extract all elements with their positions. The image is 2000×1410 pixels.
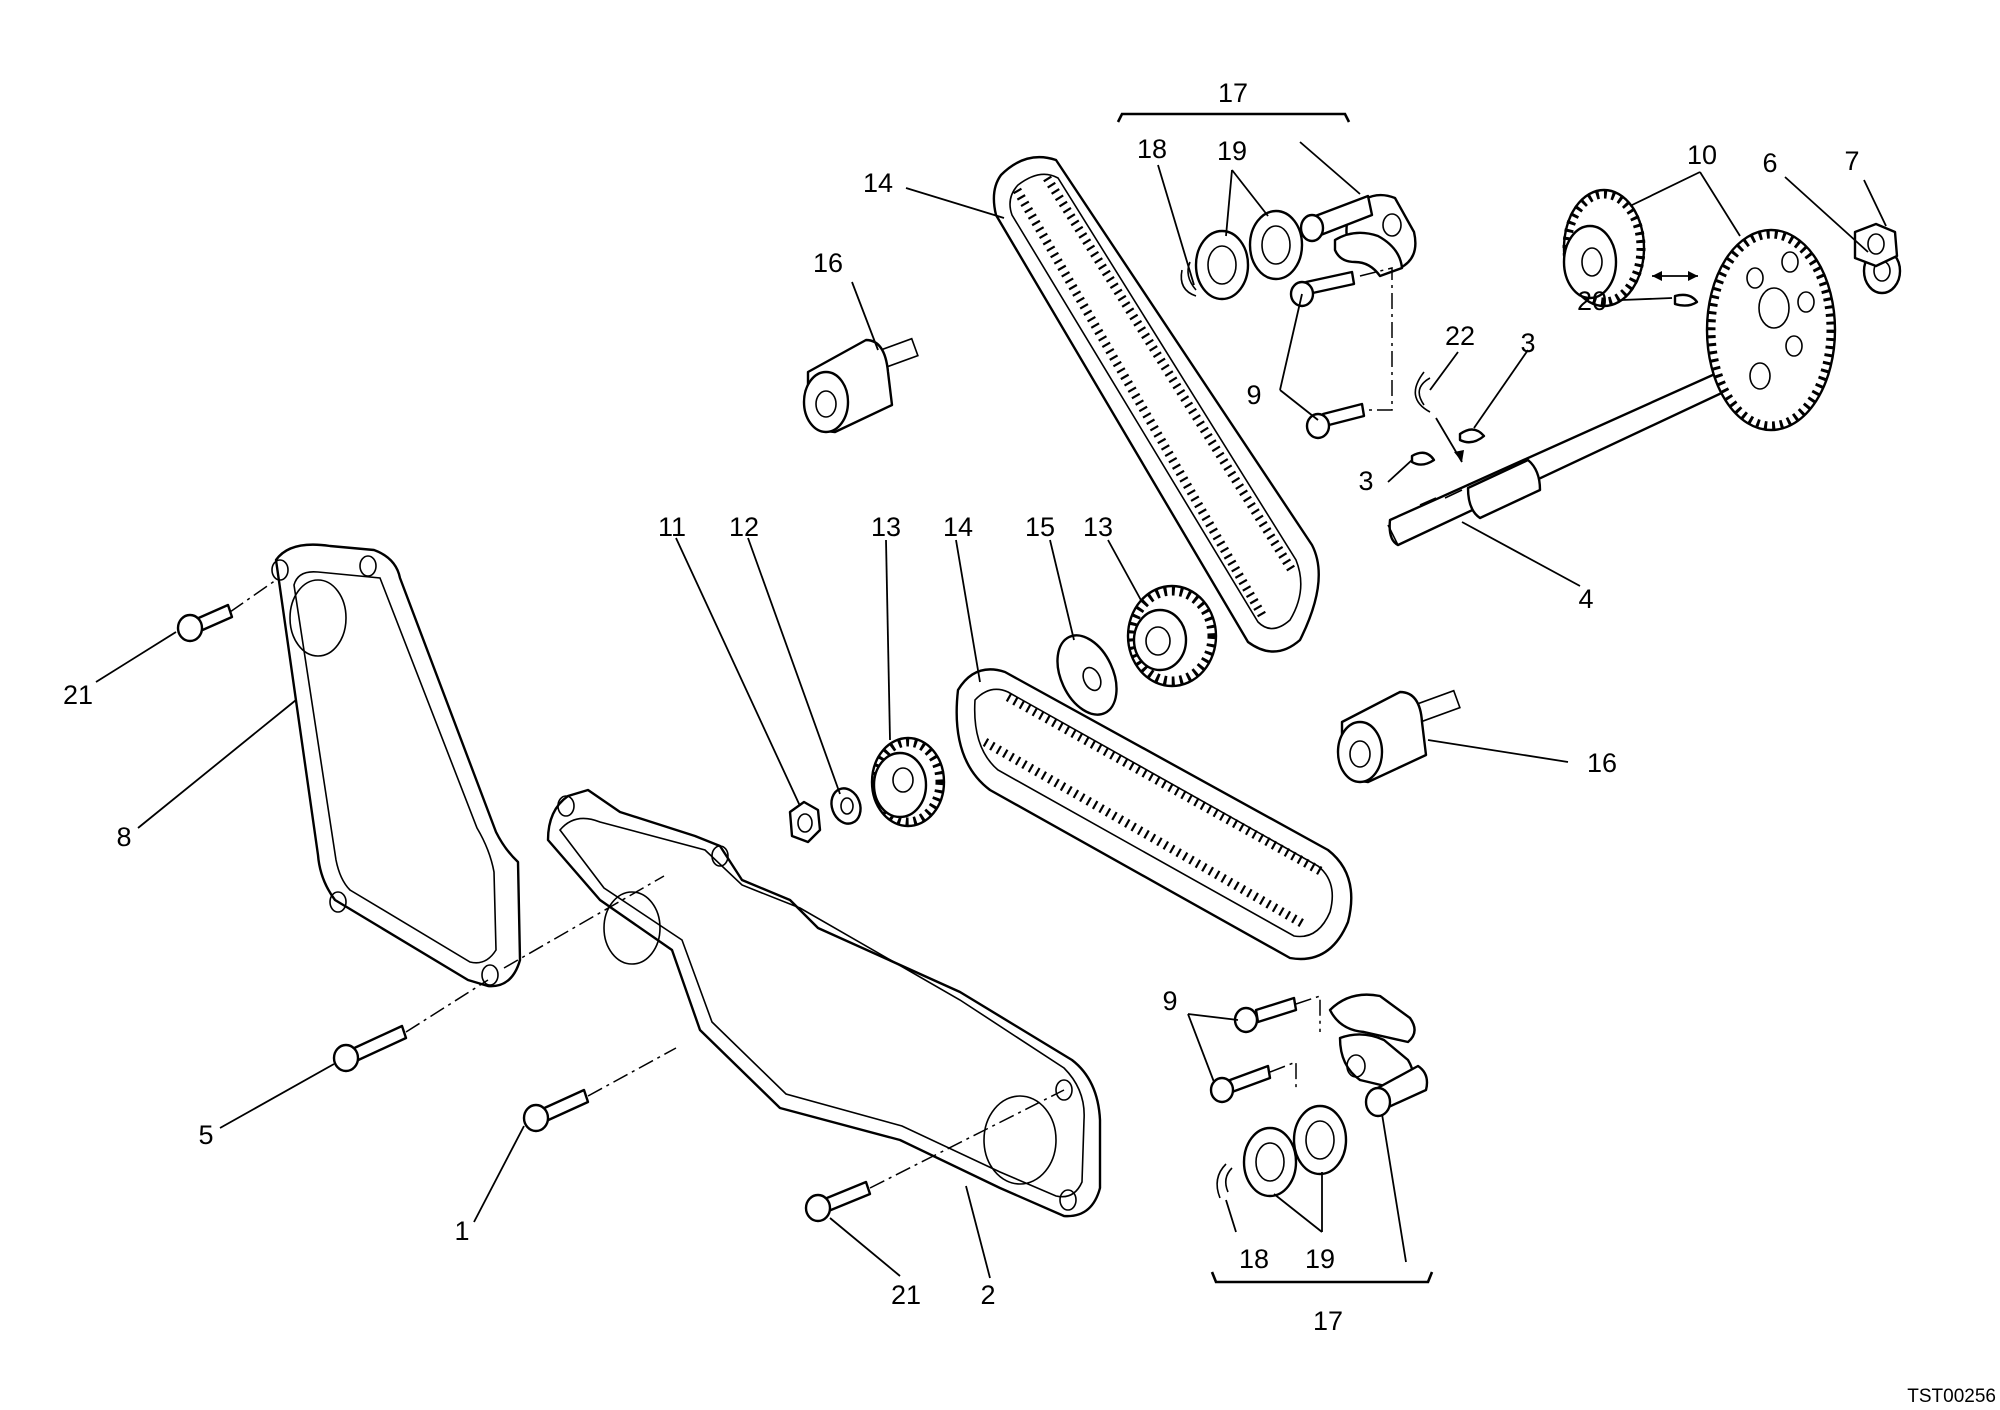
callout-14-top: 14 [863, 168, 893, 198]
callout-15: 15 [1025, 512, 1055, 542]
tensioner-assembly-bottom [1209, 993, 1429, 1199]
callout-5: 5 [198, 1120, 213, 1150]
callout-4: 4 [1578, 584, 1593, 614]
callout-7: 7 [1844, 146, 1859, 176]
callout-3-upper: 3 [1520, 328, 1535, 358]
callout-1: 1 [454, 1216, 469, 1246]
callout-18-bottom: 18 [1239, 1244, 1269, 1274]
bracket-17-bottom [1210, 1271, 1434, 1284]
bolt-1 [522, 1088, 590, 1133]
upper-timing-belt [992, 155, 1320, 653]
bracket-17-top [1116, 112, 1351, 123]
camshaft [1387, 363, 1747, 547]
toothed-pulley-lower [870, 736, 946, 828]
washer-12 [830, 787, 862, 825]
callout-16-top: 16 [813, 248, 843, 278]
drive-gear-large [1705, 228, 1837, 432]
callout-labels: 17 18 19 14 16 10 6 7 20 22 3 3 9 4 11 1… [63, 78, 1860, 1336]
bolt-5 [332, 1024, 408, 1073]
callout-17-top: 17 [1218, 78, 1248, 108]
callout-20: 20 [1577, 286, 1607, 316]
drawing-reference-code: TST00256 [1907, 1386, 1996, 1407]
callout-8: 8 [116, 822, 131, 852]
tensioner-assembly-top [1180, 193, 1417, 440]
callout-12: 12 [729, 512, 759, 542]
leader-lines [95, 141, 1887, 1279]
callout-19-bottom: 19 [1305, 1244, 1335, 1274]
lower-timing-belt [955, 668, 1353, 961]
rear-belt-cover [271, 543, 522, 988]
idler-roller-left [802, 337, 919, 434]
idler-roller-right [1336, 689, 1461, 784]
drive-gear-small [1562, 188, 1646, 308]
callout-2: 2 [980, 1280, 995, 1310]
toothed-pulley-upper [1126, 584, 1218, 688]
callout-9-top: 9 [1246, 380, 1261, 410]
callout-21-top: 21 [63, 680, 93, 710]
gear-hardware [1410, 222, 1902, 466]
bolt-21-top [176, 603, 234, 643]
callout-10: 10 [1687, 140, 1717, 170]
bolt-21-bottom [804, 1180, 872, 1223]
callout-14-mid: 14 [943, 512, 973, 542]
callout-19-top: 19 [1217, 136, 1247, 166]
callout-13-left: 13 [871, 512, 901, 542]
nut-11 [788, 800, 822, 844]
callout-18-top: 18 [1137, 134, 1167, 164]
callout-21-bottom: 21 [891, 1280, 921, 1310]
callout-3-lower: 3 [1358, 466, 1373, 496]
centre-lines [229, 579, 1065, 1189]
callout-17-bottom: 17 [1313, 1306, 1343, 1336]
callout-9-bottom: 9 [1162, 986, 1177, 1016]
callout-16-right: 16 [1587, 748, 1617, 778]
callout-22: 22 [1445, 321, 1475, 351]
front-belt-cover [546, 788, 1102, 1218]
callout-13-right: 13 [1083, 512, 1113, 542]
callout-11: 11 [658, 512, 686, 542]
callout-6: 6 [1762, 148, 1777, 178]
flange-washer [1056, 634, 1118, 716]
